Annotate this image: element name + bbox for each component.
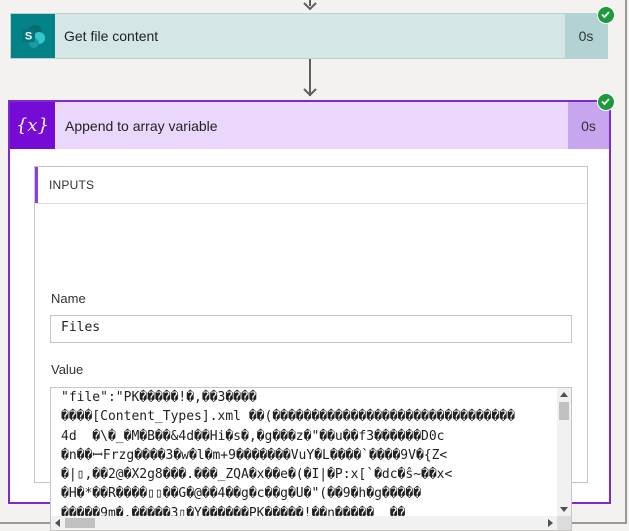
action-title: Get file content [64,28,159,44]
scroll-right-icon[interactable] [548,519,553,527]
value-line: �����9m�.�����3▯�Y������PK�����!��n�����… [61,505,406,516]
value-line: "file":"PK�����!�,��3���� [61,390,257,405]
action-header[interactable]: {x} Append to array variable 0s [10,102,609,149]
value-label: Value [51,362,84,377]
scroll-up-icon[interactable] [560,392,568,397]
scroll-thumb[interactable] [65,518,95,528]
value-line: ����[Content_Types].xml ��(�������������… [61,409,515,425]
inputs-header[interactable]: INPUTS [35,167,587,204]
value-line: �|▯,��2@�X2g8���.���_ZQA�x��e�(�I|�P:x[`… [61,467,453,483]
success-check-icon [597,93,615,111]
sharepoint-icon-box: S [11,14,55,58]
value-field[interactable]: "file":"PK�����!�,��3���� ����[Content_Ty… [50,387,572,531]
value-line: 4d �\�_�M�B��&4d��Hi�s�,�g���z�"��u��f3�… [61,428,445,444]
vertical-scrollbar[interactable] [557,388,571,516]
name-label: Name [51,291,86,306]
scroll-thumb[interactable] [559,402,569,420]
action-title: Append to array variable [65,117,218,134]
scroll-down-icon[interactable] [560,507,568,512]
connector-middle [309,59,311,96]
scrollbar-corner [557,516,571,530]
value-line: �n��ꟷFrzg����3�w�l�m+9�������VuY�L����`�… [61,447,448,463]
connector-top [309,0,311,6]
svg-text:S: S [25,31,32,43]
variable-icon: {x} [10,102,55,149]
name-field[interactable]: Files [50,315,572,343]
value-content: "file":"PK�����!�,��3���� ����[Content_Ty… [61,388,557,516]
arrow-down-icon [303,2,317,11]
action-card-append-to-array-variable[interactable]: {x} Append to array variable 0s INPUTS N… [8,100,611,531]
value-line: �H�*��R����▯▯��G�@��4��g�c��g�U�"(��9�h�… [61,486,422,502]
arrow-down-icon [303,88,317,97]
action-card-get-file-content[interactable]: S Get file content 0s [10,13,608,59]
horizontal-scrollbar[interactable] [51,516,557,530]
success-check-icon [597,6,615,24]
sharepoint-icon: S [22,25,45,48]
inputs-panel: INPUTS Name Files Value "file":"PK�����!… [34,166,588,531]
scroll-left-icon[interactable] [55,519,60,527]
